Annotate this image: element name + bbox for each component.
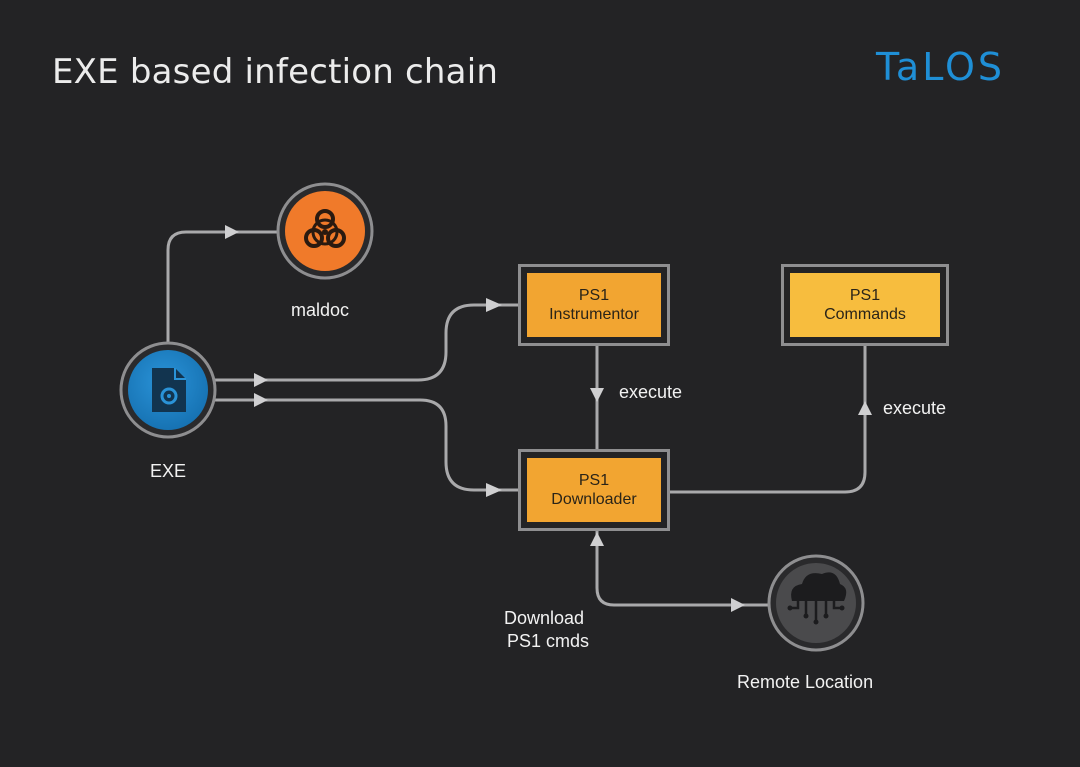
ps1-downloader-box: PS1 Downloader	[518, 449, 670, 531]
ps1-downloader-line1: PS1	[578, 472, 610, 489]
arrowhead-maldoc	[225, 225, 239, 239]
arrowhead-remote	[731, 598, 745, 612]
execute-label-commands: execute	[883, 398, 947, 418]
edge-downloader-to-commands	[669, 345, 867, 494]
edge-downloader-to-remote	[595, 530, 768, 607]
exe-label: EXE	[150, 461, 187, 481]
download-cmds-label-line1: Download	[504, 608, 585, 628]
ps1-downloader-line2: Downloader	[551, 491, 637, 508]
download-cmds-label-line2: PS1 cmds	[507, 631, 590, 651]
edge-exe-to-downloader	[215, 398, 518, 492]
maldoc-node	[276, 182, 374, 280]
ps1-commands-line1: PS1	[849, 287, 881, 304]
ps1-instrumentor-line1: PS1	[578, 287, 610, 304]
brand-logo: TaLOS	[876, 45, 1006, 89]
arrowhead-instrumentor	[486, 298, 502, 312]
arrowhead-execute-up	[858, 401, 872, 415]
maldoc-label: maldoc	[291, 300, 350, 320]
arrowhead-exe-mid	[254, 373, 268, 387]
exe-node	[119, 341, 217, 439]
ps1-instrumentor-box: PS1 Instrumentor	[518, 264, 670, 346]
edge-exe-to-maldoc	[166, 230, 280, 343]
ps1-instrumentor-line2: Instrumentor	[549, 306, 639, 323]
file-gear-icon	[152, 368, 186, 412]
arrowhead-download-up	[590, 532, 604, 546]
ps1-commands-box: PS1 Commands	[781, 264, 949, 346]
arrowhead-downloader	[486, 483, 502, 497]
biohazard-icon	[304, 209, 346, 248]
cloud-network-icon	[787, 572, 847, 625]
arrowhead-execute-down	[590, 388, 604, 402]
remote-node	[767, 554, 865, 652]
ps1-commands-line2: Commands	[824, 306, 906, 323]
edge-exe-to-instrumentor	[215, 303, 518, 382]
arrowhead-exe-low	[254, 393, 268, 407]
remote-location-label: Remote Location	[737, 672, 874, 692]
execute-label-instrumentor: execute	[619, 382, 683, 402]
slide-title: EXE based infection chain	[52, 52, 499, 92]
